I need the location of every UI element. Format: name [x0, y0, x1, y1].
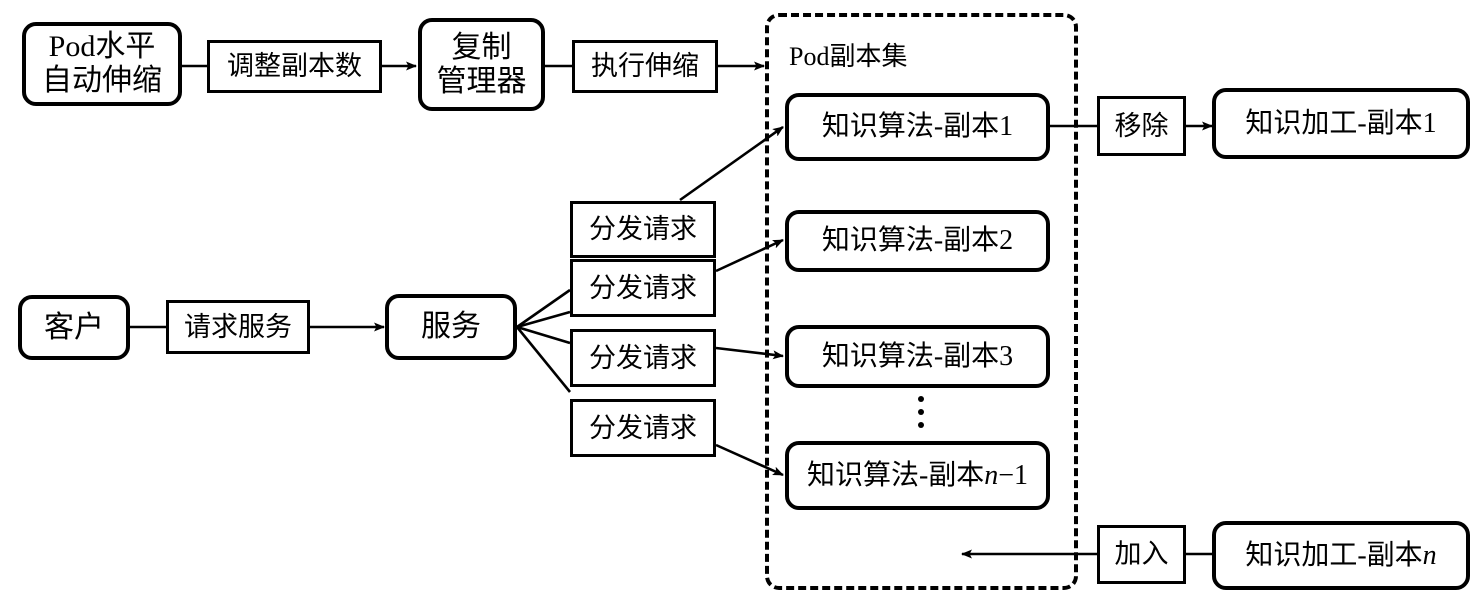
node-replication-manager[interactable]: 复制 管理器	[418, 18, 545, 111]
node-label: 移除	[1114, 110, 1169, 141]
edge-service-to-dispatch-2	[516, 310, 571, 329]
node-label-suffix: 1	[1422, 107, 1437, 139]
node-label: 加入	[1114, 539, 1169, 570]
node-label-prefix: 知识算法-副本	[821, 340, 1000, 372]
edge-service-to-dispatch-4	[515, 326, 572, 393]
node-label-line1: 复制	[451, 30, 512, 64]
edge-service-to-dispatch-3	[516, 325, 571, 345]
node-dispatch-request-3[interactable]: 分发请求	[570, 329, 716, 387]
node-label-suffix: −1	[998, 459, 1029, 491]
node-adjust-replicas[interactable]: 调整副本数	[207, 40, 382, 93]
node-label-suffix: 3	[999, 340, 1014, 372]
node-label-italic: n	[1422, 539, 1437, 571]
node-label-suffix: 2	[999, 225, 1014, 257]
node-label: 客户	[44, 310, 104, 344]
node-pod-horizontal-autoscaler[interactable]: Pod水平 自动伸缩	[22, 22, 182, 106]
node-label-line1: Pod水平	[48, 30, 156, 64]
node-label: 请求服务	[184, 311, 292, 342]
node-request-service[interactable]: 请求服务	[166, 300, 310, 354]
node-join[interactable]: 加入	[1097, 525, 1186, 584]
node-label: 分发请求	[589, 272, 697, 303]
node-dispatch-request-4[interactable]: 分发请求	[570, 399, 716, 457]
pod-replica-set-label: Pod副本集	[789, 42, 908, 71]
node-label: 服务	[421, 310, 481, 344]
node-label-prefix: 知识加工-副本	[1245, 107, 1423, 139]
node-label-prefix: 知识算法-副本	[821, 225, 1000, 257]
node-execute-scaling[interactable]: 执行伸缩	[572, 40, 718, 93]
node-label: 执行伸缩	[591, 51, 699, 82]
node-label: 分发请求	[589, 214, 697, 245]
node-label-prefix: 知识算法-副本	[806, 459, 985, 491]
node-dispatch-request-1[interactable]: 分发请求	[570, 201, 716, 258]
edge-service-to-dispatch-1	[516, 288, 571, 329]
node-client[interactable]: 客户	[18, 295, 130, 360]
node-label: 分发请求	[589, 342, 697, 373]
vertical-ellipsis-icon	[917, 396, 925, 428]
node-label-italic: n	[984, 459, 999, 491]
node-dispatch-request-2[interactable]: 分发请求	[570, 259, 716, 317]
node-label: 调整副本数	[227, 51, 362, 82]
pod-replica-set-group	[765, 13, 1078, 590]
node-label-line2: 自动伸缩	[42, 64, 162, 97]
node-remove[interactable]: 移除	[1097, 96, 1186, 156]
node-label: 分发请求	[589, 412, 697, 443]
node-label-prefix: 知识算法-副本	[821, 111, 1000, 143]
node-label-line2: 管理器	[436, 64, 527, 98]
node-label-prefix: 知识加工-副本	[1245, 539, 1423, 571]
node-label-suffix: 1	[999, 111, 1014, 143]
node-service[interactable]: 服务	[385, 294, 517, 360]
